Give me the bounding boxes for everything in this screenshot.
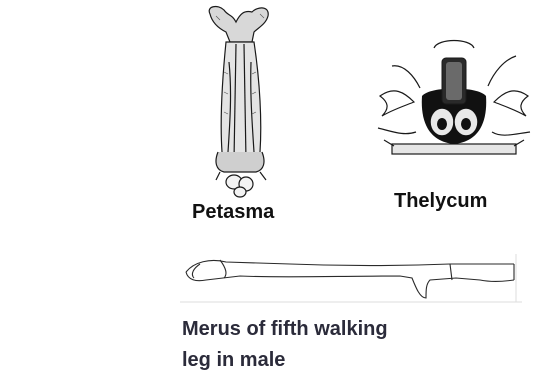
thelycum-label: Thelycum (394, 190, 487, 213)
petasma-label: Petasma (192, 201, 274, 224)
merus-illustration (180, 246, 522, 306)
merus-caption: Merus of fifth walking leg in male (182, 314, 388, 376)
merus-caption-line2: leg in male (182, 345, 388, 376)
thelycum-illustration (374, 36, 534, 166)
merus-caption-line1: Merus of fifth walking (182, 314, 388, 345)
petasma-illustration (196, 2, 286, 200)
